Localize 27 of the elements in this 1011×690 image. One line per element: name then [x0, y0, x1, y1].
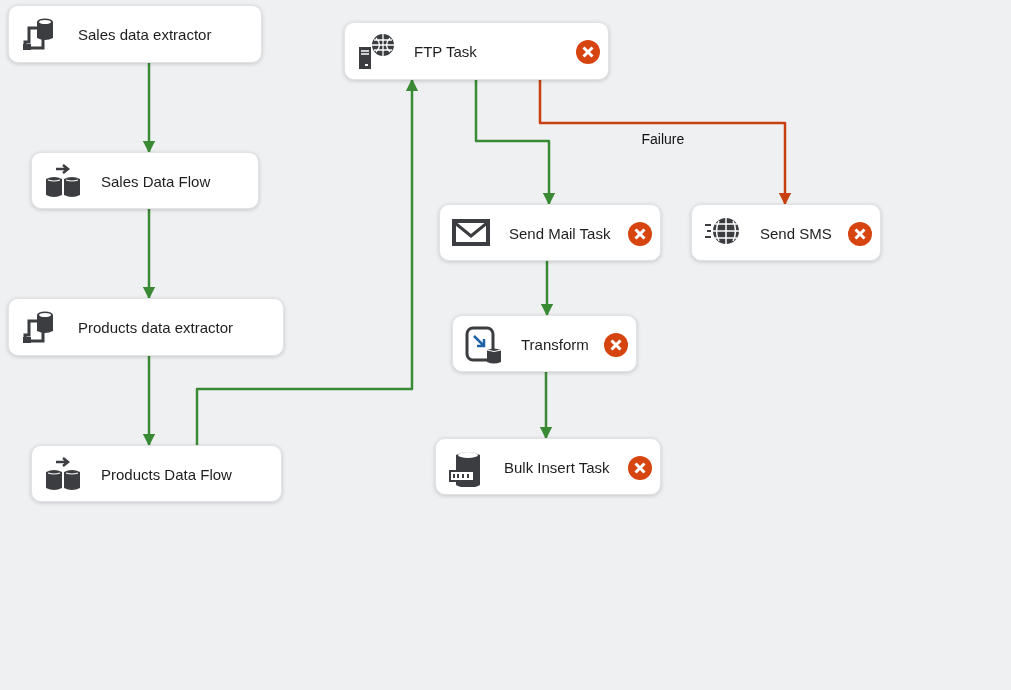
edge-label: Failure [639, 131, 687, 147]
arrow [142, 209, 156, 300]
arrow [474, 80, 556, 206]
task-box [31, 152, 259, 209]
task-name: Bulk Insert Task [504, 458, 610, 475]
task-name: Sales data extractor [78, 25, 212, 43]
task-box [435, 438, 661, 495]
task-name: Products data extractor [78, 318, 234, 336]
arrow [540, 261, 554, 317]
arrow [142, 356, 156, 447]
task-name: Sales Data Flow [101, 172, 211, 189]
task-box [8, 5, 262, 63]
arrow [539, 372, 553, 440]
task-name: Send SMS [760, 224, 832, 241]
task-box [31, 445, 282, 502]
task-name: Transform [521, 335, 589, 352]
arrow [538, 80, 792, 206]
arrow [195, 78, 419, 445]
task-box [452, 315, 637, 372]
task-box [8, 298, 284, 356]
task-box [439, 204, 661, 261]
task-box [691, 204, 881, 261]
task-name: Send Mail Task [509, 224, 611, 241]
task-name: FTP Task [414, 42, 477, 60]
arrow [142, 63, 156, 154]
task-box [344, 22, 609, 80]
task-name: Products Data Flow [101, 465, 232, 482]
